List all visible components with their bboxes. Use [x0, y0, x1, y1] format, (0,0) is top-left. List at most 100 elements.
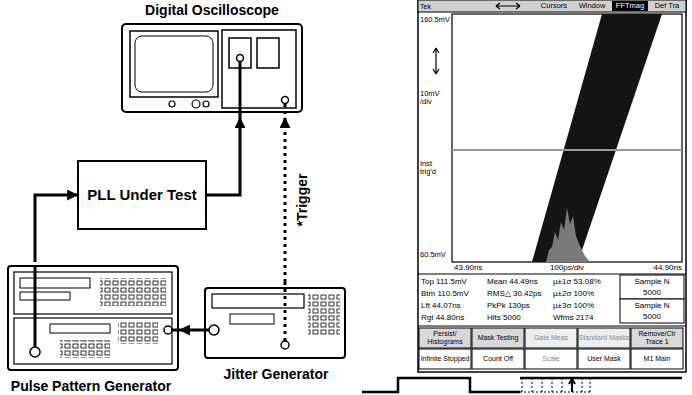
- measurement: Mean 44.49ns: [487, 276, 551, 288]
- jitter-waveform-part: [569, 379, 575, 392]
- pulse-pattern-generator-illustration-part: [20, 292, 70, 300]
- jitter-generator-illustration-part: [284, 282, 287, 341]
- measurement: Hits 5000: [487, 312, 551, 324]
- scope-screen-capture-part: [546, 208, 590, 262]
- edge-label: *Trigger: [294, 171, 310, 230]
- node-text: Pulse Pattern Generator: [11, 378, 171, 394]
- menu-button: Mask Testing: [472, 328, 524, 348]
- jitter-generator-illustration-part: [308, 294, 340, 336]
- scope-screen-capture-part-part: [472, 328, 524, 348]
- axis-value: 60.5mV: [420, 250, 452, 260]
- measurement: Wfms 2174: [553, 312, 617, 324]
- menu-button: Count Off: [472, 349, 524, 369]
- instrument-label: Jitter Generator: [198, 282, 354, 382]
- pulse-pattern-generator-illustration-part: [118, 322, 158, 344]
- measurement: µ±1σ 53.08%: [553, 276, 617, 288]
- scope-screen-capture-part: [419, 328, 683, 369]
- pulse-pattern-generator-illustration-part: [164, 326, 172, 334]
- pulse-pattern-generator-illustration-part: [60, 340, 110, 358]
- menu-button: User Mask: [578, 349, 630, 369]
- scope-screen-capture-part: [418, 274, 686, 275]
- scope-screen-capture-part: [452, 14, 682, 262]
- pulse-pattern-generator-illustration-part: [34, 266, 37, 347]
- measurement: µ±2σ 100%: [553, 288, 617, 300]
- sample-count: 5000: [621, 287, 683, 299]
- oscilloscope-illustration-part: [237, 55, 244, 62]
- scope-screen-capture-part: [620, 275, 684, 299]
- sample-mode: Sample N: [621, 276, 683, 288]
- oscilloscope-illustration-part: [169, 101, 175, 107]
- scope-screen-capture-part-part: [525, 349, 577, 369]
- node-text: PLL Under Test: [87, 186, 196, 203]
- oscilloscope-illustration-part: [130, 31, 218, 97]
- scope-screen-capture: [418, 0, 686, 372]
- jitter-waveform-part: [520, 392, 590, 393]
- scope-screen-capture-part-part: [631, 328, 683, 348]
- oscilloscope-illustration: [122, 24, 302, 118]
- pulse-pattern-generator-illustration-part: [14, 272, 172, 314]
- pulse-pattern-generator-illustration-part: [100, 278, 166, 306]
- axis-value: 160.5mV: [420, 15, 452, 25]
- scope-screen-capture-part-part: [419, 349, 471, 369]
- measurement: RMS△ 30.42ps: [487, 288, 551, 300]
- menu-button: Persist/ Histograms: [419, 328, 471, 348]
- signal-arrow: [180, 329, 198, 332]
- measurement: Btm 110.5mV: [421, 288, 485, 300]
- node-text: Jitter Generator: [223, 366, 328, 382]
- scope-screen-capture-part: [620, 299, 684, 323]
- process-box: PLL Under Test: [77, 160, 207, 230]
- scope-screen-capture-part-part: [578, 328, 630, 348]
- scope-screen-capture-part: [612, 1, 648, 11]
- jitter-generator-illustration-part: [230, 314, 274, 324]
- oscilloscope-illustration-part: [135, 36, 213, 92]
- oscilloscope-illustration-part: [282, 97, 289, 104]
- jitter-waveform-part: [520, 377, 682, 380]
- trigger-status: Inst trig'd: [420, 158, 450, 178]
- jitter-generator-illustration: [198, 282, 345, 358]
- trigger-line: [284, 118, 287, 282]
- time-value: 43.90ns: [454, 263, 498, 274]
- menu-item: Window: [574, 1, 610, 12]
- sample-mode: Sample N: [621, 300, 683, 312]
- scope-screen-capture-part-part: [419, 328, 471, 348]
- menu-button: Standard Masks: [578, 328, 630, 348]
- pulse-pattern-generator-illustration-part: [14, 318, 172, 364]
- signal-arrow: [35, 195, 77, 262]
- measurement: PkPk 130ps: [487, 300, 551, 312]
- jitter-waveform-part: [522, 378, 590, 392]
- brand-logo: Tek: [420, 1, 442, 12]
- node-text: Digital Oscilloscope: [145, 2, 279, 18]
- menu-button: Gate Meas: [525, 328, 577, 348]
- scope-screen-capture-part: [418, 0, 686, 372]
- oscilloscope-illustration-part: [122, 24, 302, 112]
- menu-item: Def Tra: [650, 1, 684, 12]
- scope-screen-capture-part-part: [631, 349, 683, 369]
- jitter-generator-illustration-part: [209, 325, 219, 335]
- pulse-pattern-generator-illustration-part: [20, 278, 90, 288]
- measurement: Rgt 44.80ns: [421, 312, 485, 324]
- menu-button: Scale: [525, 349, 577, 369]
- menu-item: Cursors: [536, 1, 572, 12]
- pulse-pattern-generator-illustration-part: [30, 347, 40, 357]
- measurement: Top 111.5mV: [421, 276, 485, 288]
- sample-count: 5000: [621, 311, 683, 323]
- menu-item: FFTmag: [612, 1, 648, 12]
- oscilloscope-illustration-part: [284, 104, 287, 118]
- scope-screen-capture-part: [418, 326, 686, 327]
- scope-screen-capture-part: [433, 48, 439, 74]
- measurement: Lft 44.07ns: [421, 300, 485, 312]
- jitter-waveform-part: [362, 378, 520, 392]
- jitter-generator-illustration-part: [281, 341, 289, 349]
- pulse-pattern-generator-illustration-part: [50, 324, 110, 333]
- instrument-label: Digital Oscilloscope: [112, 2, 312, 118]
- jitter-generator-illustration-part: [205, 288, 345, 358]
- time-value: 44.90ns: [636, 263, 682, 274]
- instrument-label: Pulse Pattern Generator: [2, 262, 180, 394]
- scope-screen-capture-part-part: [578, 349, 630, 369]
- pulse-pattern-generator-illustration: [8, 266, 180, 370]
- scope-screen-capture-part: [532, 14, 662, 262]
- jitter-generator-illustration-part: [212, 294, 304, 308]
- scope-screen-capture-part-part: [525, 328, 577, 348]
